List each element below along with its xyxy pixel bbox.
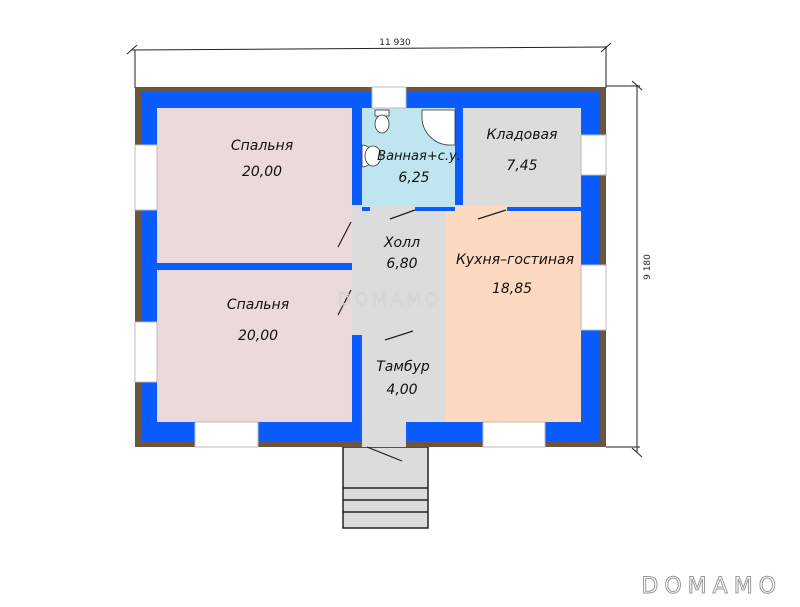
watermark: DOMAMO [338,290,443,310]
storage-name: Кладовая [487,127,558,143]
bathroom-name: Ванная+с.у. [377,149,461,164]
width-dimension-label: 11 930 [379,38,411,48]
bedroom-2-area: 20,00 [238,328,278,344]
room-hall [352,211,445,335]
toilet-icon [374,109,390,134]
door-swings [337,209,507,462]
hall-name: Холл [383,235,420,251]
bedroom-1-area: 20,00 [242,164,282,180]
vestibule-area: 4,00 [386,382,417,398]
kitchen-area: 18,85 [492,281,532,297]
height-dimension-label: 9 180 [643,254,653,280]
room-storage [463,108,581,207]
entrance-door-opening [362,422,406,447]
kitchen-name: Кухня–гостиная [456,252,574,268]
room-bedroom-1 [157,108,352,263]
vestibule-name: Тамбур [376,359,430,375]
porch [342,446,429,529]
sink-icon [361,144,382,168]
storage-area: 7,45 [506,158,537,174]
bedroom-1-name: Спальня [231,138,293,154]
dimension-height [606,80,643,458]
bathroom-area: 6,25 [398,170,429,186]
room-kitchen [445,211,581,422]
domamo-logo: DOMAMO [641,574,782,600]
dimension-width [126,42,612,88]
room-vestibule [362,335,445,422]
bedroom-2-name: Спальня [227,297,289,313]
shower-icon [421,109,456,146]
room-bedroom-2 [157,270,352,422]
windows [134,86,607,448]
hall-area: 6,80 [386,256,417,272]
